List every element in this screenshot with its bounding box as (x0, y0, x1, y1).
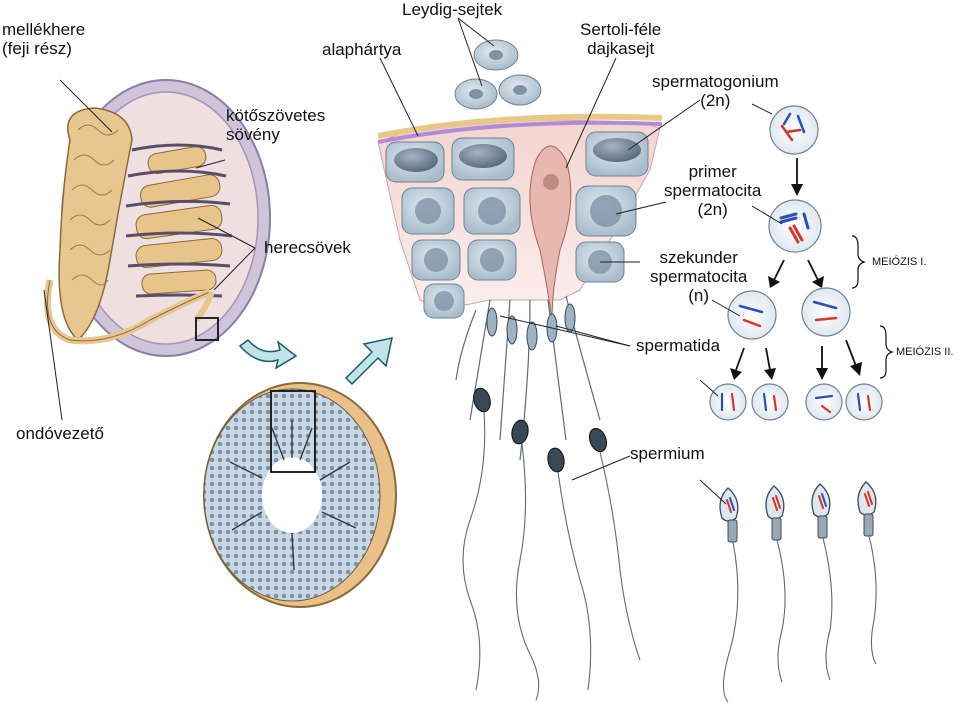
label-spermatid-text: spermatida (636, 336, 721, 355)
sperm-cells (462, 387, 641, 701)
diagonal-arrow-icon (344, 337, 393, 386)
label-meiosis-2-text: MEIÓZIS II. (896, 346, 954, 358)
label-leydig-text: Leydig-sejtek (402, 0, 503, 19)
label-secondary-line2: spermatocita (650, 267, 748, 286)
basement-membrane (377, 120, 663, 144)
label-spermatogonium: spermatogonium (2n) (652, 72, 779, 110)
curved-arrow-icon (238, 338, 298, 370)
label-primary-line3: (2n) (697, 200, 728, 219)
label-epididymis: mellékhere (feji rész) (2, 20, 85, 58)
spermatid-tails (455, 295, 601, 461)
label-vas-deferens-text: ondóvezető (16, 424, 104, 443)
label-secondary-spermatocyte: szekunder spermatocita (n) (650, 248, 747, 305)
testis-overview (44, 79, 271, 357)
label-secondary-line3: (n) (688, 286, 710, 305)
cell-spermatogonium (769, 105, 819, 155)
meiosis-scheme (699, 103, 894, 703)
epithelium-detail (377, 113, 663, 701)
zoom-box-tubule (270, 390, 316, 473)
label-spermium: spermium (630, 444, 705, 463)
label-meiosis-1: MEIÓZIS I. (872, 256, 926, 268)
label-primary-spermatocyte: primer spermatocita (2n) (664, 162, 761, 219)
label-connective-septum: kötőszövetes sövény (226, 106, 325, 144)
cell-secondary-spermatocyte-right (801, 287, 851, 337)
label-epididymis-line2: (feji rész) (2, 39, 72, 58)
label-spermatid: spermatida (636, 336, 720, 355)
label-vas-deferens: ondóvezető (16, 424, 104, 443)
meiosis2-arrows (735, 339, 857, 371)
label-sertoli-line1: Sertoli-féle (580, 20, 662, 39)
cells-spermatids (709, 383, 883, 421)
label-sertoli-line2: dajkasejt (587, 39, 655, 58)
cell-secondary-spermatocyte-left (727, 290, 777, 340)
left-leader-lines (43, 79, 256, 421)
label-sertoli-cell: Sertoli-féle dajkasejt (580, 20, 661, 58)
middle-leader-lines (379, 17, 701, 481)
label-primary-line1: primer (688, 162, 737, 181)
label-spermatogonium-line2: (2n) (700, 91, 731, 110)
spermatogonia-row (385, 131, 649, 183)
label-leydig-cells: Leydig-sejtek (402, 0, 502, 19)
label-tubules-text: herecsövek (264, 238, 351, 257)
label-septum-line2: sövény (226, 125, 280, 144)
label-primary-line2: spermatocita (664, 181, 762, 200)
label-meiosis-1-text: MEIÓZIS I. (872, 256, 927, 268)
cell-primary-spermatocyte (768, 199, 822, 253)
tubule-cross-section (203, 382, 397, 608)
label-epididymis-line1: mellékhere (2, 20, 86, 39)
meiosis-braces (851, 235, 894, 379)
sertoli-cell (529, 145, 572, 321)
cells-spermia (719, 481, 877, 703)
zoom-box-testis (195, 317, 219, 341)
label-secondary-line1: szekunder (659, 248, 738, 267)
label-septum-line1: kötőszövetes (226, 106, 326, 125)
label-seminiferous-tubules: herecsövek (264, 238, 351, 257)
label-meiosis-2: MEIÓZIS II. (896, 346, 953, 358)
label-spermatogonium-line1: spermatogonium (652, 72, 779, 91)
label-basement-membrane: alaphártya (322, 40, 401, 59)
label-basement-membrane-text: alaphártya (322, 40, 402, 59)
label-spermium-text: spermium (630, 444, 705, 463)
